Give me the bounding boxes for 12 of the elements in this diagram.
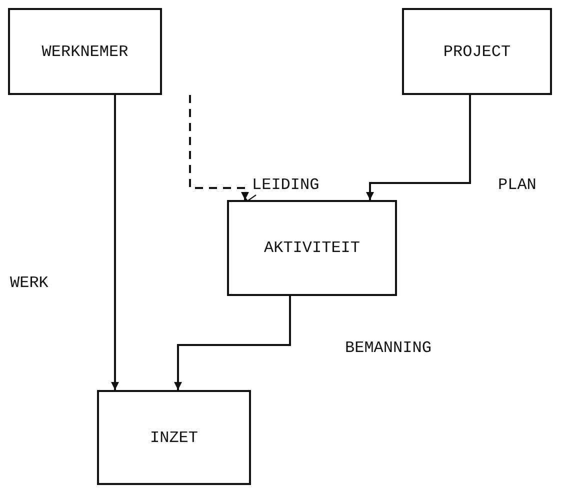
box (97, 390, 251, 485)
arrow (189, 95, 249, 200)
arrow (174, 296, 291, 390)
node-label: INZET (150, 428, 198, 446)
arrow (111, 95, 119, 390)
box (227, 200, 397, 296)
arrow (366, 95, 471, 200)
node-label: PROJECT (443, 42, 511, 60)
node-label: AKTIVITEIT (264, 239, 360, 257)
box (8, 8, 162, 95)
node-label: WERKNEMER (42, 42, 128, 60)
box (402, 8, 552, 95)
